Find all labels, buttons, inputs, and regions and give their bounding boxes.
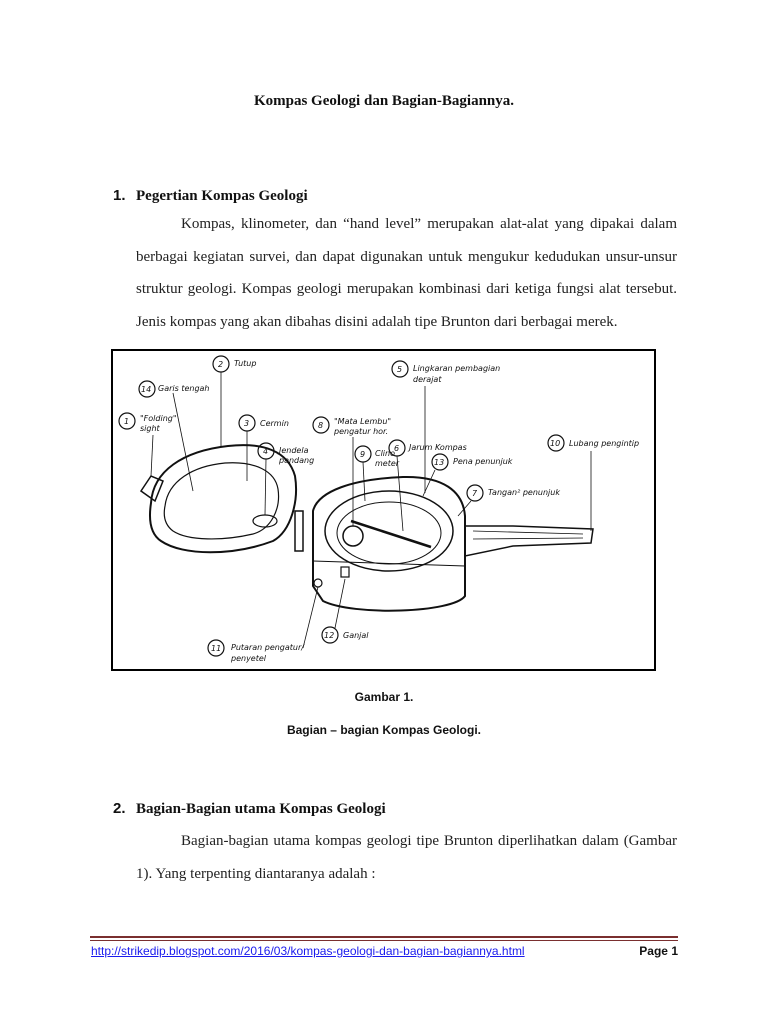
footer-rule-thin [90, 940, 678, 941]
section-2-title: Bagian-Bagian utama Kompas Geologi [136, 801, 386, 817]
section-2-number: 2. [113, 800, 126, 817]
label-tutup: Tutup [234, 359, 256, 368]
section-1-heading: 1. Pegertian Kompas Geologi [113, 187, 308, 205]
footer-page-number: Page 1 [639, 944, 678, 958]
label-number-14: 14 [141, 385, 151, 394]
label-clino: Clino [375, 449, 395, 458]
adjustment-screw [313, 578, 323, 588]
section-1-title: Pegertian Kompas Geologi [136, 188, 308, 204]
page-title: Kompas Geologi dan Bagian-Bagiannya. [253, 93, 515, 109]
section-2-text: Bagian-bagian utama kompas geologi tipe … [136, 833, 677, 882]
bulls-eye-level [342, 525, 364, 547]
compass-diagram: 2 Tutup 14 Garis tengah 1 "Folding" sigh… [118, 355, 639, 663]
label-pena-penunjuk: Pena penunjuk [453, 457, 513, 466]
label-mata-lembu: "Mata Lembu" [334, 417, 391, 426]
section-1-text: Kompas, klinometer, dan “hand level” mer… [136, 216, 677, 330]
label-number-2: 2 [218, 360, 223, 369]
label-meter: meter [375, 459, 400, 468]
label-folding: "Folding" [140, 414, 177, 423]
label-number-8: 8 [318, 421, 323, 430]
compass-body [312, 475, 466, 612]
compass-needle [350, 519, 432, 549]
section-2-heading: 2. Bagian-Bagian utama Kompas Geologi [113, 800, 386, 818]
label-lubang-pengintip: Lubang pengintip [569, 439, 639, 448]
figure-caption-text: Bagian – bagian Kompas Geologi. [286, 723, 482, 737]
sighting-arm [464, 525, 594, 557]
label-jarum-kompas: Jarum Kompas [407, 443, 467, 452]
label-number-3: 3 [244, 419, 249, 428]
label-pandang: pandang [278, 456, 314, 465]
label-number-7: 7 [472, 489, 478, 498]
label-pengatur-hor: pengatur hor. [333, 427, 388, 436]
mirror-window [252, 514, 278, 528]
label-number-12: 12 [324, 631, 334, 640]
section-2-paragraph: Bagian-bagian utama kompas geologi tipe … [136, 825, 677, 890]
label-number-5: 5 [397, 365, 402, 374]
footer-rule-thick [90, 936, 678, 938]
label-number-1: 1 [124, 417, 129, 426]
footer-url-link[interactable]: http://strikedip.blogspot.com/2016/03/ko… [91, 944, 525, 958]
figure-caption-number: Gambar 1. [354, 690, 414, 704]
label-cermin: Cermin [260, 419, 289, 428]
label-penyetel: penyetel [230, 654, 267, 663]
label-number-13: 13 [434, 458, 444, 467]
label-garis-tengah: Garis tengah [158, 384, 210, 393]
label-number-10: 10 [550, 439, 560, 448]
label-number-9: 9 [360, 450, 365, 459]
label-ganjal: Ganjal [343, 631, 369, 640]
label-putaran: Putaran pengatur/ [231, 643, 305, 652]
label-number-6: 6 [394, 444, 399, 453]
label-derajat: derajat [413, 375, 442, 384]
section-1-number: 1. [113, 187, 126, 204]
label-lingkaran: Lingkaran pembagian [413, 364, 500, 373]
spacer [340, 566, 350, 578]
label-jendela: Jendela [277, 446, 309, 455]
figure-compass: 2 Tutup 14 Garis tengah 1 "Folding" sigh… [111, 349, 656, 671]
label-tangan-penunjuk: Tangan² penunjuk [488, 488, 560, 497]
section-1-paragraph: Kompas, klinometer, dan “hand level” mer… [136, 208, 677, 338]
hinge [294, 510, 304, 552]
compass-lid [149, 444, 297, 554]
label-number-11: 11 [211, 644, 221, 653]
label-sight: sight [140, 424, 161, 433]
degree-ring [324, 490, 454, 572]
folding-sight [139, 475, 164, 503]
label-number-4: 4 [263, 447, 268, 456]
